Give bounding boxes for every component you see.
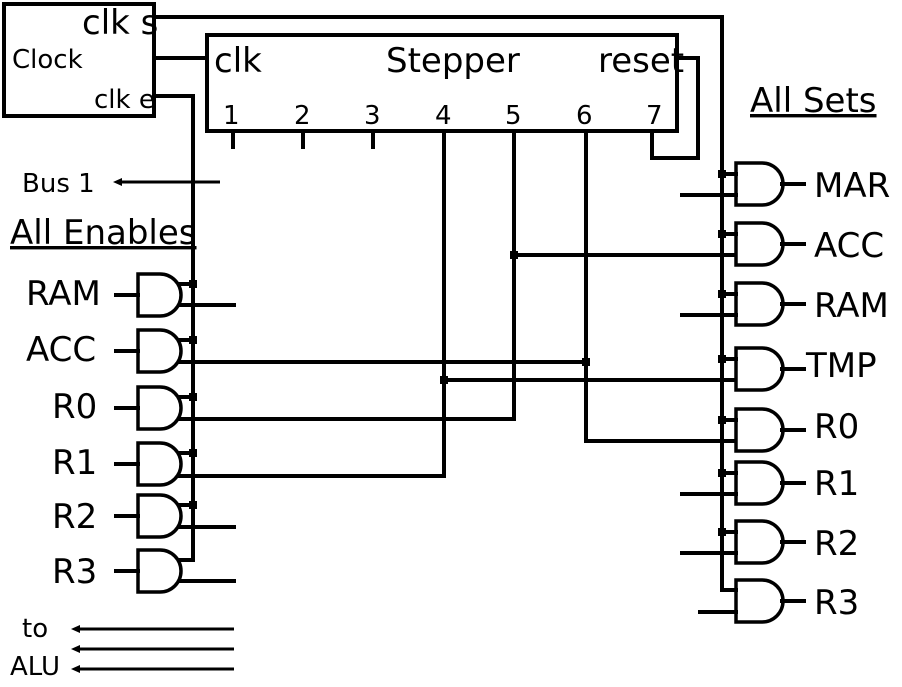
stepper-title: Stepper [386,41,520,81]
step-4-junction [440,376,448,384]
set-label-mar: MAR [814,166,890,206]
bus-1-label: Bus 1 [22,169,95,199]
stepper-reset-label: reset [598,41,684,81]
clk-e-wire [152,94,195,562]
enable-label-r3: R3 [52,552,97,592]
set-gate-r2: R2 [734,519,859,565]
stepper-block: clk Stepper reset 1 2 3 4 5 6 7 [205,33,684,133]
alu-arrow-icon [71,625,80,633]
clock-block: Clock clk s clk e [2,2,158,118]
reset-loop-wire [650,56,700,160]
enable-label-r1: R1 [52,443,97,483]
enable-label-r2: R2 [52,497,97,537]
set-label-r1: R1 [814,464,859,504]
stepper-box [205,33,679,133]
set-gate-ram: RAM [734,281,889,327]
stepper-clk-label: clk [214,41,262,81]
to-alu-label-line2: ALU [10,652,60,682]
enable-label-ram: RAM [26,274,101,314]
stepper-step-6: 6 [576,101,593,131]
set-input-wires [680,170,738,614]
to-alu-wires [71,625,234,673]
step-6-junction [582,358,590,366]
stepper-step-1: 1 [223,101,240,131]
set-label-r0: R0 [814,407,859,447]
stepper-step-3: 3 [364,101,381,131]
stepper-step-2: 2 [294,101,311,131]
stepper-step-7: 7 [646,101,663,131]
enable-label-r0: R0 [52,387,97,427]
alu-arrow-icon [71,645,80,653]
to-alu-label-line1: to [22,614,48,644]
set-gate-acc: ACC [734,221,884,267]
enable-gate-r3: R3 [52,548,183,594]
stepper-step-5: 5 [505,101,522,131]
enable-gate-r1: R1 [52,441,183,487]
clock-box [2,2,156,118]
set-label-tmp: TMP [805,346,877,386]
enable-gate-ram: RAM [26,272,183,318]
set-gate-tmp: TMP [734,346,877,392]
enable-gate-r2: R2 [52,493,183,539]
set-label-acc: ACC [814,226,884,266]
clock-clk-s-label: clk s [82,3,158,43]
set-label-r3: R3 [814,583,859,623]
clock-title: Clock [12,45,83,75]
set-gate-r1: R1 [734,460,859,506]
enable-gate-acc: ACC [26,328,183,374]
enable-label-acc: ACC [26,330,96,370]
clock-clk-e-label: clk e [94,85,155,115]
set-gate-mar: MAR [734,161,890,207]
all-enables-heading: All Enables [10,213,197,253]
step-6-wire [584,129,738,443]
alu-arrow-icon [71,665,80,673]
enable-input-wires [178,129,588,583]
set-label-r2: R2 [814,524,859,564]
clk-s-wire [152,15,724,592]
bus-1-arrow-icon [113,178,122,186]
set-gate-r3: R3 [734,578,859,624]
enable-gate-r0: R0 [52,385,183,431]
set-gate-r0: R0 [734,407,859,453]
set-label-ram: RAM [814,286,889,326]
all-sets-heading: All Sets [750,81,877,121]
step-5-junction [510,251,518,259]
stepper-step-4: 4 [435,101,452,131]
